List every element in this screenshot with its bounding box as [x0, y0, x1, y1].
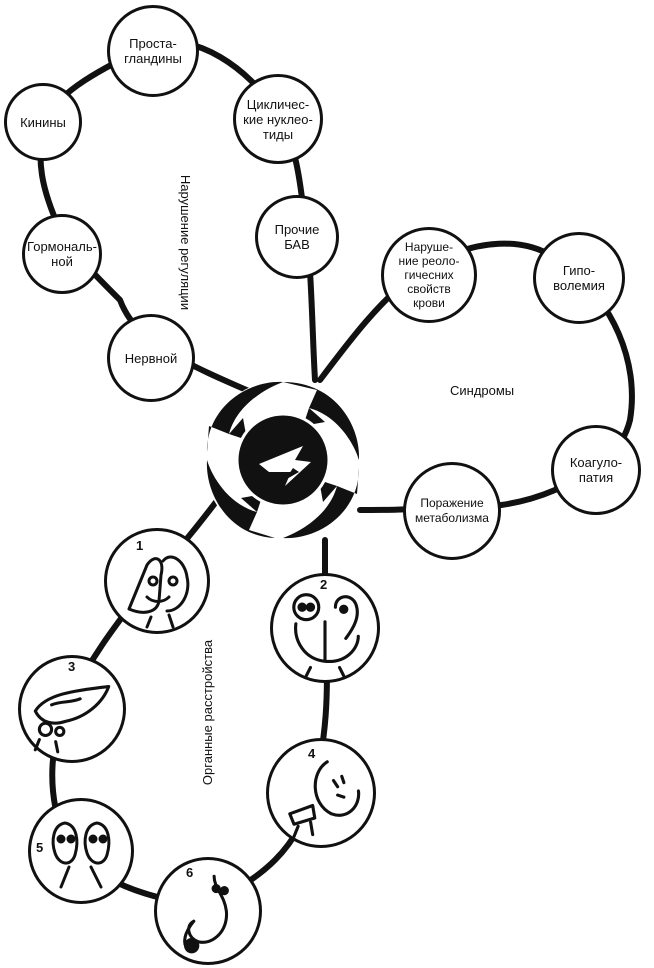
- organ-number: 6: [185, 865, 195, 880]
- node-nervous: Нервной: [107, 314, 195, 402]
- node-label: Нервной: [124, 350, 178, 366]
- organ-node-5: 5: [28, 798, 134, 904]
- organ-number: 4: [307, 746, 317, 761]
- node-label: Кинины: [20, 114, 66, 130]
- node-label: Проста- гландины: [124, 36, 182, 66]
- brain-icon: [51, 821, 111, 889]
- node-label: Коагуло- патия: [569, 455, 623, 485]
- node-rheology: Наруше- ние реоло- гичесних свойств кров…: [381, 227, 477, 323]
- organ-node-6: 6: [154, 857, 262, 965]
- stomach-icon: [183, 874, 229, 954]
- liver-icon: [33, 685, 111, 754]
- central-hub-icon: [203, 380, 363, 540]
- lungs-icon: [127, 555, 190, 629]
- organ-number: 2: [319, 577, 329, 592]
- node-kinins: Кинины: [4, 83, 82, 161]
- organs-group-label: Органные расстройства: [200, 639, 216, 786]
- node-label: Гормональ- ной: [27, 239, 97, 269]
- node-prostaglandins: Проста- гландины: [107, 5, 199, 97]
- node-metabolism: Поражение метаболизма: [403, 462, 501, 560]
- node-hypovolemia: Гипо- волемия: [533, 232, 625, 324]
- node-label: Поражение метаболизма: [415, 496, 489, 525]
- node-coagulopathy: Коагуло- патия: [551, 425, 641, 515]
- intestine-icon: [288, 760, 361, 839]
- organ-number: 1: [135, 538, 145, 553]
- organ-number: 3: [67, 659, 77, 674]
- regulation-group-label: Нарушение регуляции: [178, 174, 194, 311]
- node-hormonal: Гормональ- ной: [22, 214, 102, 294]
- node-label: Наруше- ние реоло- гичесних свойств кров…: [398, 240, 460, 310]
- organ-node-1: 1: [104, 528, 210, 634]
- node-cyclic-nucleotides: Цикличес- кие нуклео- тиды: [233, 74, 323, 164]
- node-label: Цикличес- кие нуклео- тиды: [243, 96, 313, 142]
- syndromes-group-label: Синдромы: [450, 383, 515, 398]
- organ-node-3: 3: [18, 655, 126, 763]
- organ-node-4: 4: [266, 738, 376, 848]
- node-label: Гипо- волемия: [553, 263, 605, 293]
- node-other-bav: Прочие БАВ: [255, 195, 339, 279]
- node-label: Прочие БАВ: [274, 222, 320, 252]
- organ-node-2: 2: [270, 573, 380, 683]
- organ-number: 5: [35, 840, 45, 855]
- kidneys-icon: [292, 593, 360, 678]
